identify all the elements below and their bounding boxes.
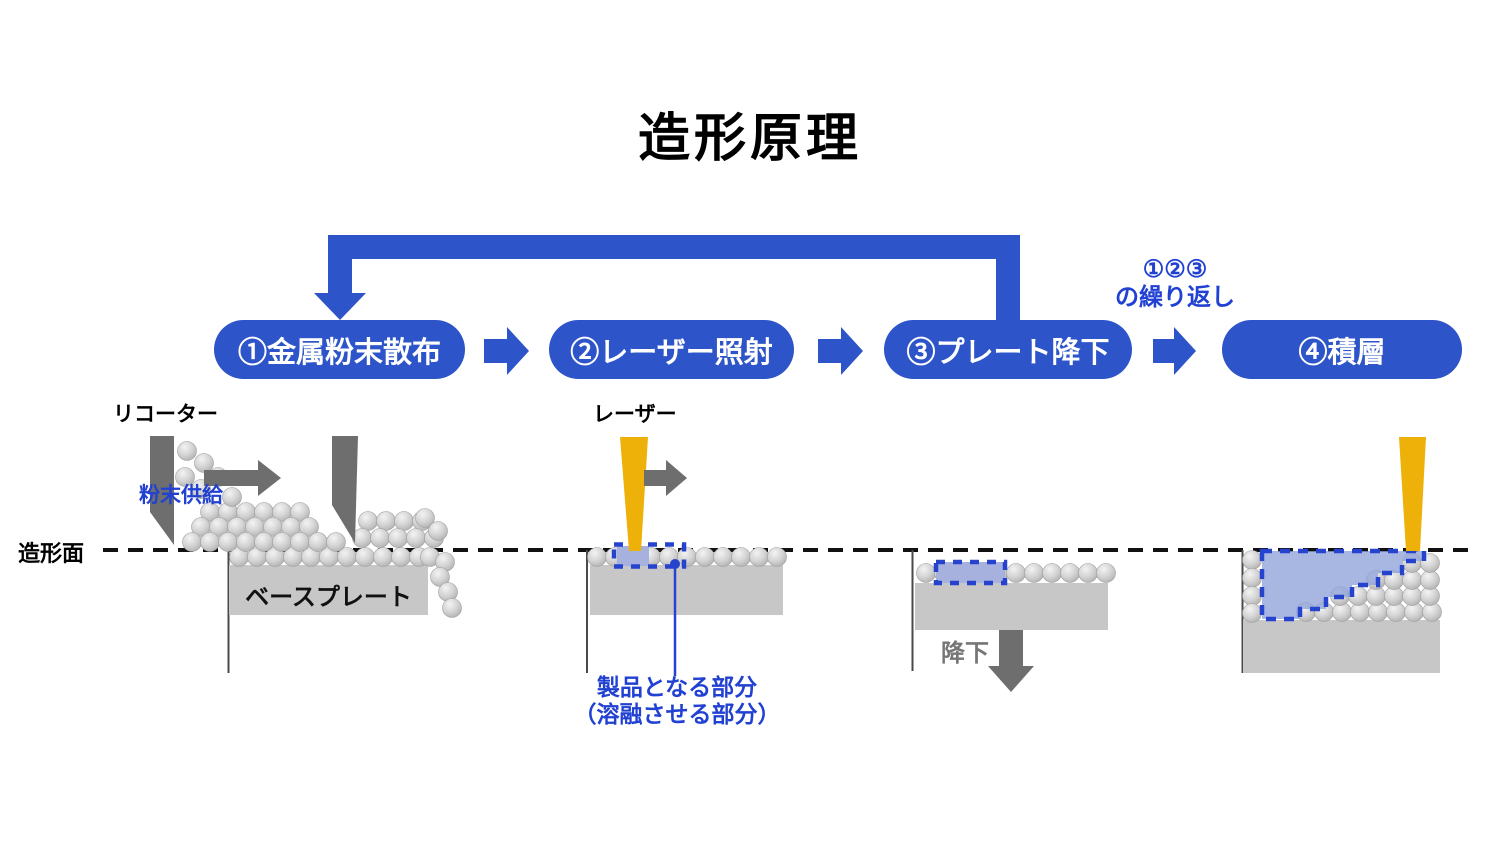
step-4-button: ④積層: [1222, 320, 1462, 379]
laser-beam-4: [1399, 437, 1426, 551]
build-surface-label: 造形面: [18, 541, 85, 566]
laser-beam-2: [620, 437, 648, 551]
recoater-label: リコーター: [113, 403, 218, 426]
repeat-note: ①②③ の繰り返し: [1075, 256, 1275, 312]
base-plate-1: [229, 565, 428, 615]
laser-move-arrow: [644, 460, 687, 496]
arrow-step3-step4: [1153, 327, 1196, 375]
step-2-button: ②レーザー照射: [549, 320, 794, 379]
base-plate-3: [915, 583, 1108, 630]
built-part-region: [1259, 548, 1427, 622]
loop-arrow: [314, 235, 1020, 321]
recoater-blade-left: [150, 436, 174, 545]
laser-label: レーザー: [593, 403, 677, 426]
descend-arrow: [988, 630, 1034, 692]
arrow-step1-step2: [484, 327, 529, 375]
arrow-step2-step3: [818, 327, 863, 375]
base-plate-2: [590, 565, 783, 615]
melt-region-label: 製品となる部分 （溶融させる部分）: [557, 674, 797, 728]
powder-supply-label: 粉末供給: [139, 484, 223, 507]
recoater-move-arrow: [204, 460, 281, 496]
step-1-button: ①金属粉末散布: [214, 320, 465, 379]
base-plate-4: [1243, 620, 1440, 673]
recoater-blade-right: [332, 436, 358, 543]
page-title: 造形原理: [637, 110, 862, 168]
descend-label: 降下: [941, 640, 989, 667]
melt-region-3: [933, 559, 1008, 586]
melt-region-label-line1: 製品となる部分: [596, 674, 758, 700]
repeat-note-line2: の繰り返し: [1115, 284, 1235, 311]
melt-outline-2: [611, 542, 687, 569]
melt-region-label-line2: （溶融させる部分）: [573, 701, 781, 727]
melt-pointer-dot: [670, 559, 680, 569]
base-plate-label: ベースプレート: [245, 584, 412, 611]
repeat-note-line1: ①②③: [1142, 256, 1208, 283]
step-3-button: ③プレート降下: [884, 320, 1132, 379]
